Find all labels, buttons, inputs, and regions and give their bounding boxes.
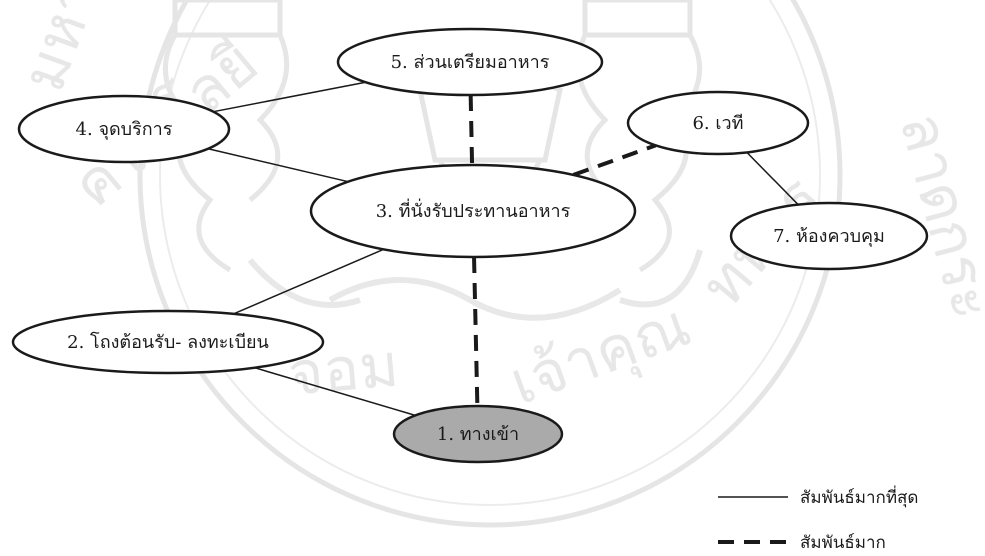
edge-n3-n6-dashed xyxy=(572,143,657,177)
node-2-reception xyxy=(11,309,325,375)
node-6-stage xyxy=(626,90,810,156)
node-4-label: 4. จุดบริการ xyxy=(76,119,173,140)
node-3-dining-seating xyxy=(309,163,637,259)
edge-n5-n3-dashed xyxy=(468,94,475,166)
legend: สัมพันธ์มากที่สุด สัมพันธ์มาก xyxy=(718,485,918,553)
edge-n3-n1-dashed xyxy=(472,256,480,407)
edge-n4-n3-solid xyxy=(207,148,349,183)
node-1-label: 1. ทางเข้า xyxy=(437,424,519,445)
svg-text:มหา: มหา xyxy=(8,0,112,100)
node-3-label: 3. ที่นั่งรับประทานอาหาร xyxy=(376,198,571,222)
node-4-service-point xyxy=(17,94,231,164)
legend-dashed-label: สัมพันธ์มาก xyxy=(800,533,886,553)
edge-n2-n1-solid xyxy=(254,366,416,417)
node-6-label: 6. เวที xyxy=(692,113,743,134)
node-7-control-room xyxy=(729,201,929,271)
node-5-food-prep xyxy=(336,27,604,97)
node-1-entrance xyxy=(392,404,564,464)
node-7-label: 7. ห้องควบคุม xyxy=(773,226,885,247)
edge-n6-n7-solid xyxy=(746,151,799,206)
legend-solid-label: สัมพันธ์มากที่สุด xyxy=(800,485,918,508)
node-2-label: 2. โถงต้อนรับ- ลงทะเบียน xyxy=(67,331,269,353)
svg-text:เจ้าคุณ: เจ้าคุณ xyxy=(501,290,699,420)
diagram-nodes xyxy=(11,27,929,464)
node-5-label: 5. ส่วนเตรียมอาหาร xyxy=(391,52,550,73)
edge-n2-n3-solid xyxy=(233,248,384,315)
edge-n4-n5-solid xyxy=(213,81,366,113)
diagram-edges xyxy=(207,81,799,417)
